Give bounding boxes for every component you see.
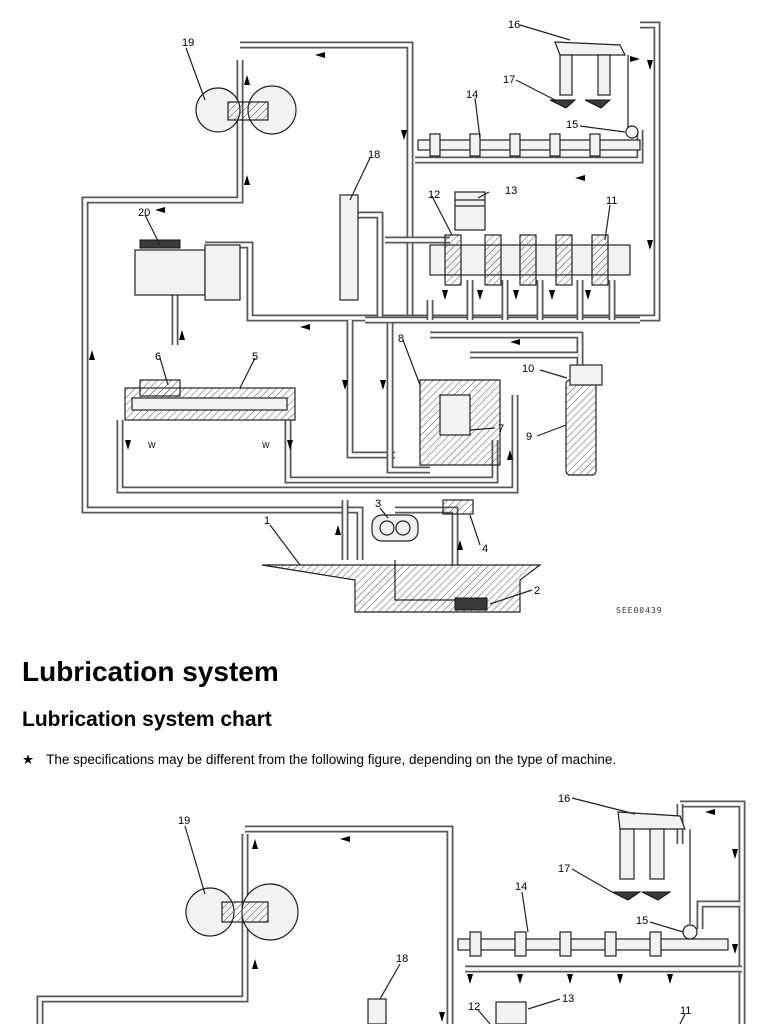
flow-mark-w-2: W — [262, 441, 270, 450]
lubrication-diagram-top: 19 16 17 14 15 18 13 12 11 20 6 5 8 10 7… — [81, 19, 663, 615]
bottom-label-12: 12 — [468, 1001, 480, 1013]
filter-housing — [419, 379, 501, 466]
section-subtitle: Lubrication system chart — [22, 708, 272, 731]
specification-note: ★ The specifications may be different fr… — [22, 752, 616, 768]
label-6: 6 — [155, 351, 161, 363]
timing-gear-bottom — [367, 998, 387, 1024]
part-labels: 19 16 17 14 15 18 13 12 11 20 6 5 8 10 7… — [138, 19, 626, 605]
label-7: 7 — [498, 423, 504, 435]
bottom-label-14: 14 — [515, 881, 527, 893]
label-2: 2 — [534, 585, 540, 597]
label-9: 9 — [526, 431, 532, 443]
label-17: 17 — [503, 74, 515, 86]
label-14: 14 — [466, 89, 478, 101]
note-star-marker: ★ — [22, 752, 35, 767]
label-16: 16 — [508, 19, 520, 31]
injection-pump — [134, 239, 241, 301]
flow-arrows-bottom — [252, 809, 738, 1022]
part-labels-bottom: 19 16 17 14 15 18 13 12 11 — [178, 793, 691, 1024]
figure-code: SEE00439 — [616, 606, 663, 615]
turbocharger — [195, 85, 297, 135]
label-20: 20 — [138, 207, 150, 219]
cooler-valve — [139, 379, 181, 397]
label-5: 5 — [252, 351, 258, 363]
bottom-label-11: 11 — [680, 1005, 691, 1017]
camshaft — [417, 133, 641, 157]
oil-pipes-bottom — [36, 800, 746, 1024]
piston — [454, 191, 486, 231]
flow-arrows — [89, 52, 653, 550]
crankshaft — [429, 234, 631, 286]
bottom-label-18: 18 — [396, 953, 408, 965]
bottom-label-15: 15 — [636, 915, 648, 927]
note-text: The specifications may be different from… — [46, 752, 617, 767]
rocker-arm-bottom — [611, 811, 698, 940]
relief-valve — [442, 499, 474, 515]
bottom-label-16: 16 — [558, 793, 570, 805]
gallery-branches — [426, 280, 616, 320]
label-11: 11 — [606, 195, 617, 207]
flow-mark-w-1: W — [148, 441, 156, 450]
bottom-label-17: 17 — [558, 863, 570, 875]
label-3: 3 — [375, 498, 381, 510]
bottom-label-19: 19 — [178, 815, 190, 827]
oil-filter — [565, 364, 603, 476]
label-4: 4 — [482, 543, 488, 555]
oil-pump — [371, 514, 419, 542]
label-18: 18 — [368, 149, 380, 161]
label-15: 15 — [566, 119, 578, 131]
bottom-label-13: 13 — [562, 993, 574, 1005]
timing-gear — [339, 194, 359, 301]
label-10: 10 — [522, 363, 534, 375]
oil-pan — [261, 564, 542, 613]
strainer — [454, 597, 488, 611]
label-8: 8 — [398, 333, 404, 345]
camshaft-bottom — [457, 931, 729, 957]
piston-bottom — [495, 1001, 527, 1024]
label-13: 13 — [505, 185, 517, 197]
turbocharger-bottom — [185, 883, 299, 941]
label-1: 1 — [264, 515, 270, 527]
rocker-arm — [549, 41, 639, 139]
page-title: Lubrication system — [22, 656, 279, 687]
label-12: 12 — [428, 189, 440, 201]
lubrication-diagram-bottom: 19 16 17 14 15 18 13 12 11 — [36, 793, 746, 1024]
label-19: 19 — [182, 37, 194, 49]
